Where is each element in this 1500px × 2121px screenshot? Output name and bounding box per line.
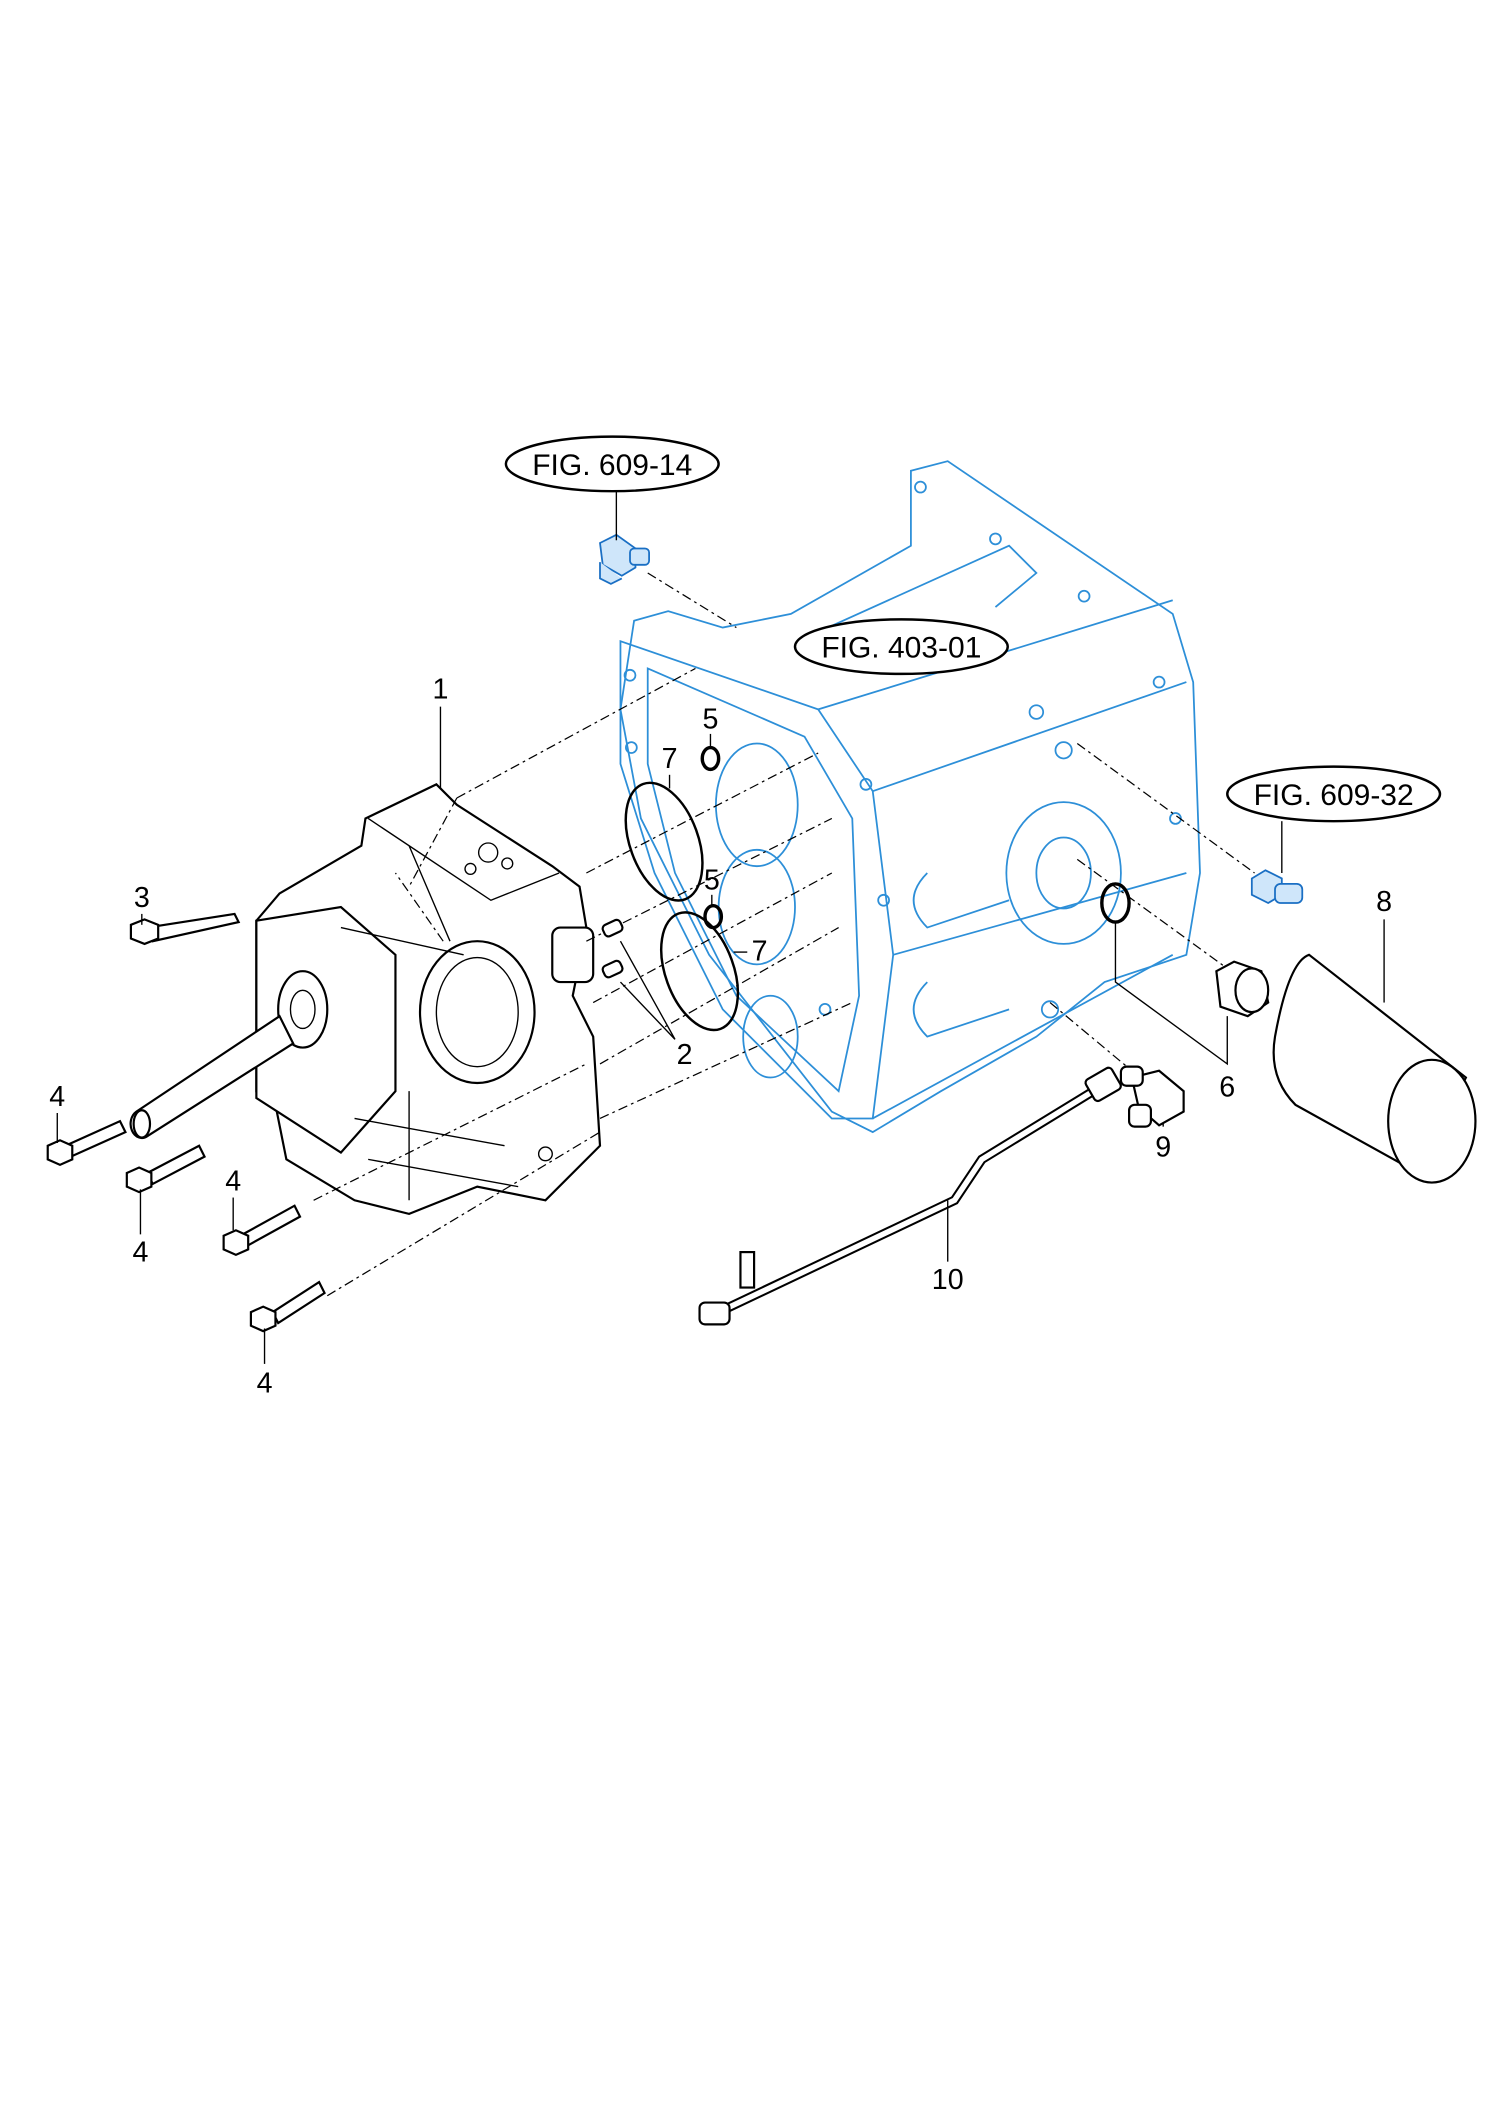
- elbow-fitting: [1119, 1065, 1185, 1128]
- callout-4b: 4: [132, 1237, 148, 1269]
- callout-10: 10: [932, 1264, 964, 1296]
- callout-4a: 4: [49, 1081, 65, 1113]
- callout-6: 6: [1219, 1072, 1235, 1104]
- housing-bolt-holes: [623, 480, 1182, 1019]
- bolt-d: [249, 1280, 326, 1333]
- transmission-housing: [619, 460, 1201, 1134]
- fig-ref-609-32[interactable]: FIG. 609-32: [1226, 765, 1442, 873]
- bolt-long: [129, 912, 241, 946]
- fitting-right-reference: [1250, 869, 1304, 905]
- callout-2: 2: [677, 1039, 693, 1071]
- callout-4d: 4: [257, 1368, 273, 1400]
- bolt-a: [46, 1119, 127, 1167]
- fig-ref-403-01[interactable]: FIG. 403-01: [793, 618, 1009, 676]
- callout-8: 8: [1376, 886, 1392, 918]
- callout-9: 9: [1155, 1132, 1171, 1164]
- oil-filter: [1272, 953, 1477, 1184]
- oring-small-top: [700, 745, 721, 772]
- callout-5a: 5: [702, 703, 718, 735]
- svg-text:FIG. 609-14: FIG. 609-14: [532, 449, 692, 482]
- svg-text:FIG. 403-01: FIG. 403-01: [821, 632, 981, 665]
- fitting-top-reference: [599, 533, 650, 585]
- callout-7a: 7: [662, 743, 678, 775]
- oring-large-bottom: [660, 911, 740, 1032]
- adapter: [1215, 960, 1270, 1018]
- fig-ref-609-14[interactable]: FIG. 609-14: [504, 435, 720, 541]
- bolt-b: [125, 1144, 206, 1194]
- dowel-pins: [601, 918, 624, 979]
- hydraulic-pump: [129, 783, 602, 1216]
- callouts: 1 3 4 4 4 4 5 5 7 7 2 6 8 9 10: [49, 673, 1392, 1399]
- bolt-c: [222, 1204, 302, 1257]
- callout-5b: 5: [704, 864, 720, 896]
- callout-7b: 7: [752, 935, 768, 967]
- callout-4c: 4: [225, 1166, 241, 1198]
- oring-large-top: [624, 781, 704, 902]
- callout-3: 3: [134, 882, 150, 914]
- assembly-lines: [313, 572, 1255, 1297]
- svg-text:FIG. 609-32: FIG. 609-32: [1254, 779, 1414, 812]
- oil-tube: [698, 1066, 1122, 1326]
- callout-1: 1: [432, 673, 448, 705]
